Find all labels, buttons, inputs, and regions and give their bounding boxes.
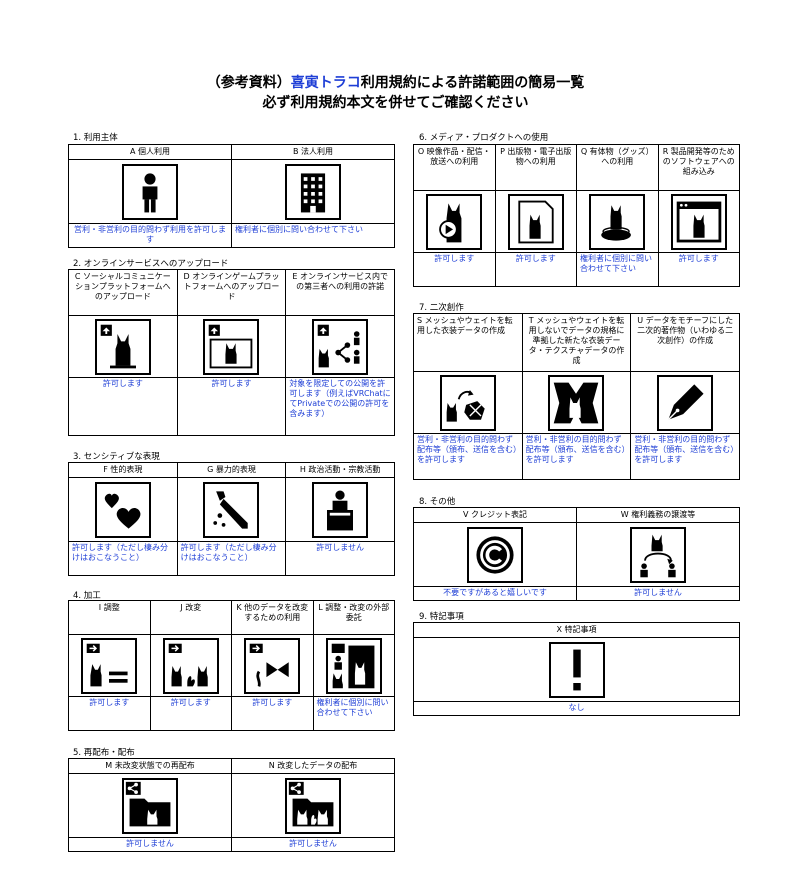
item-header: B 法人利用 [231, 144, 395, 160]
item-header: X 特記事項 [413, 622, 740, 638]
section-special-notes: X 特記事項 なし [413, 622, 740, 716]
item-result: 営利・非営利の目的問わず配布等（頒布、送信を含む）を許可します [630, 433, 740, 480]
item-result: 不要ですがあると嬉しいです [413, 586, 577, 601]
item-header: L 調整・改変の外部委託 [312, 600, 395, 635]
adjust-icon [81, 637, 138, 694]
item-header: U データをモチーフにした二次的著作物（いわゆる二次創作）の作成 [630, 313, 740, 372]
item-result: 許可します（ただし棲み分けはおこなうこと） [68, 541, 178, 576]
item-result: 権利者に個別に問い合わせて下さい [312, 696, 395, 731]
item-result: 許可しません [576, 586, 740, 601]
item-result: 許可しません [68, 837, 232, 852]
item-result: 許可します [231, 696, 314, 731]
item-header: P 出版物・電子出版物への利用 [494, 144, 577, 191]
item-result: 許可します [68, 377, 178, 436]
upload-game-icon [203, 318, 260, 375]
item-header: D オンラインゲームプラットフォームへのアップロード [176, 269, 287, 316]
page-subtitle: 必ず利用規約本文を併せてご確認ください [262, 95, 529, 111]
pen-icon [657, 374, 714, 431]
share-third-party-icon [312, 318, 369, 375]
section-title: 2. オンラインサービスへのアップロード [73, 259, 229, 269]
item-result: 許可しません [285, 541, 395, 576]
section-title: 9. 特記事項 [419, 612, 464, 622]
item-header: Q 有体物（グッズ）への利用 [576, 144, 659, 191]
item-header: O 映像作品・配信・放送への利用 [413, 144, 496, 191]
item-result: 許可します [657, 252, 740, 287]
section-derivative: S メッシュやウェイトを転用した衣装データの作成 T メッシュやウェイトを転用し… [413, 313, 740, 480]
video-icon [426, 193, 483, 250]
item-result: 営利・非営利の目的問わず配布等（頒布、送信を含む）を許可します [521, 433, 632, 480]
hearts-icon [94, 481, 151, 538]
upload-avatar-icon [94, 318, 151, 375]
outsource-icon [325, 637, 382, 694]
building-icon [285, 163, 341, 220]
section-usage-subject: A 個人利用 B 法人利用 営利・非営利の目的問わず利用を許可します 権利者に個… [68, 144, 395, 248]
item-header: V クレジット表記 [413, 507, 577, 523]
item-header: S メッシュやウェイトを転用した衣装データの作成 [413, 313, 523, 372]
section-title: 1. 利用主体 [73, 133, 118, 143]
section-media-products: O 映像作品・配信・放送への利用 P 出版物・電子出版物への利用 Q 有体物（グ… [413, 144, 740, 287]
item-result: なし [413, 701, 740, 716]
item-header: E オンラインサービス内での第三者への利用の許諾 [285, 269, 395, 316]
item-result: 許可します [149, 696, 232, 731]
software-icon [670, 193, 727, 250]
item-result: 権利者に個別に問い合わせて下さい [576, 252, 659, 287]
item-header: H 政治活動・宗教活動 [285, 462, 395, 478]
item-header: W 権利義務の譲渡等 [576, 507, 740, 523]
item-result: 営利・非営利の目的問わず配布等（頒布、送信を含む）を許可します [413, 433, 523, 480]
exclamation-icon [548, 641, 605, 698]
item-header: R 製品開発等のためのソフトウェアへの組み込み [657, 144, 740, 191]
distribute-modified-icon [285, 777, 341, 834]
person-icon [122, 163, 178, 220]
mesh-transfer-icon [439, 374, 496, 431]
knife-icon [203, 481, 260, 538]
copyright-icon [467, 526, 523, 583]
item-result: 対象を限定しての公開を許可します（例えばVRChatにてPrivateでの公開の… [285, 377, 395, 436]
section-title: 8. その他 [419, 497, 456, 507]
section-others: V クレジット表記 W 権利義務の譲渡等 不要ですがあると嬉しいです 許可しませ… [413, 507, 740, 601]
section-title: 7. 二次創作 [419, 303, 464, 313]
item-result: 許可します [176, 377, 287, 436]
item-header: G 暴力的表現 [176, 462, 287, 478]
material-icon [244, 637, 301, 694]
item-header: I 調整 [68, 600, 151, 635]
item-header: J 改変 [149, 600, 232, 635]
item-result: 許可します [68, 696, 151, 731]
item-header: K 他のデータを改変するための利用 [231, 600, 314, 635]
item-header: N 改変したデータの配布 [231, 758, 395, 774]
section-processing: I 調整 J 改変 K 他のデータを改変するための利用 L 調整・改変の外部委託… [68, 600, 395, 731]
goods-icon [589, 193, 646, 250]
section-redistribution: M 未改変状態での再配布 N 改変したデータの配布 許可しません 許可しません [68, 758, 395, 852]
item-result: 営利・非営利の目的問わず利用を許可します [68, 223, 232, 248]
section-online-upload: C ソーシャルコミュニケーションプラットフォームへのアップロード D オンライン… [68, 269, 395, 436]
section-sensitive: F 性的表現 G 暴力的表現 H 政治活動・宗教活動 許可します（ただし棲み分け… [68, 462, 395, 576]
item-header: A 個人利用 [68, 144, 232, 160]
modify-icon [162, 637, 219, 694]
section-title: 6. メディア・プロダクトへの使用 [419, 133, 549, 143]
item-header: F 性的表現 [68, 462, 178, 478]
section-title: 3. センシティブな表現 [73, 452, 160, 462]
item-result: 権利者に個別に問い合わせて下さい [231, 223, 395, 248]
new-costume-icon [548, 374, 605, 431]
page-title: （参考資料）喜寅トラコ利用規約による許諾範囲の簡易一覧 [206, 75, 585, 91]
item-result: 許可します [494, 252, 577, 287]
brand-name: 喜寅トラコ [290, 75, 361, 91]
item-header: T メッシュやウェイトを転用しないでデータの規格に準拠した新たな衣装データ・テク… [521, 313, 632, 372]
item-result: 許可します（ただし棲み分けはおこなうこと） [176, 541, 287, 576]
item-header: C ソーシャルコミュニケーションプラットフォームへのアップロード [68, 269, 178, 316]
publication-icon [507, 193, 564, 250]
section-title: 5. 再配布・配布 [73, 748, 135, 758]
redistribute-icon [122, 777, 178, 834]
item-result: 許可します [413, 252, 496, 287]
item-header: M 未改変状態での再配布 [68, 758, 232, 774]
section-title: 4. 加工 [73, 591, 101, 601]
item-result: 許可しません [231, 837, 395, 852]
podium-icon [312, 481, 369, 538]
transfer-rights-icon [630, 526, 686, 583]
